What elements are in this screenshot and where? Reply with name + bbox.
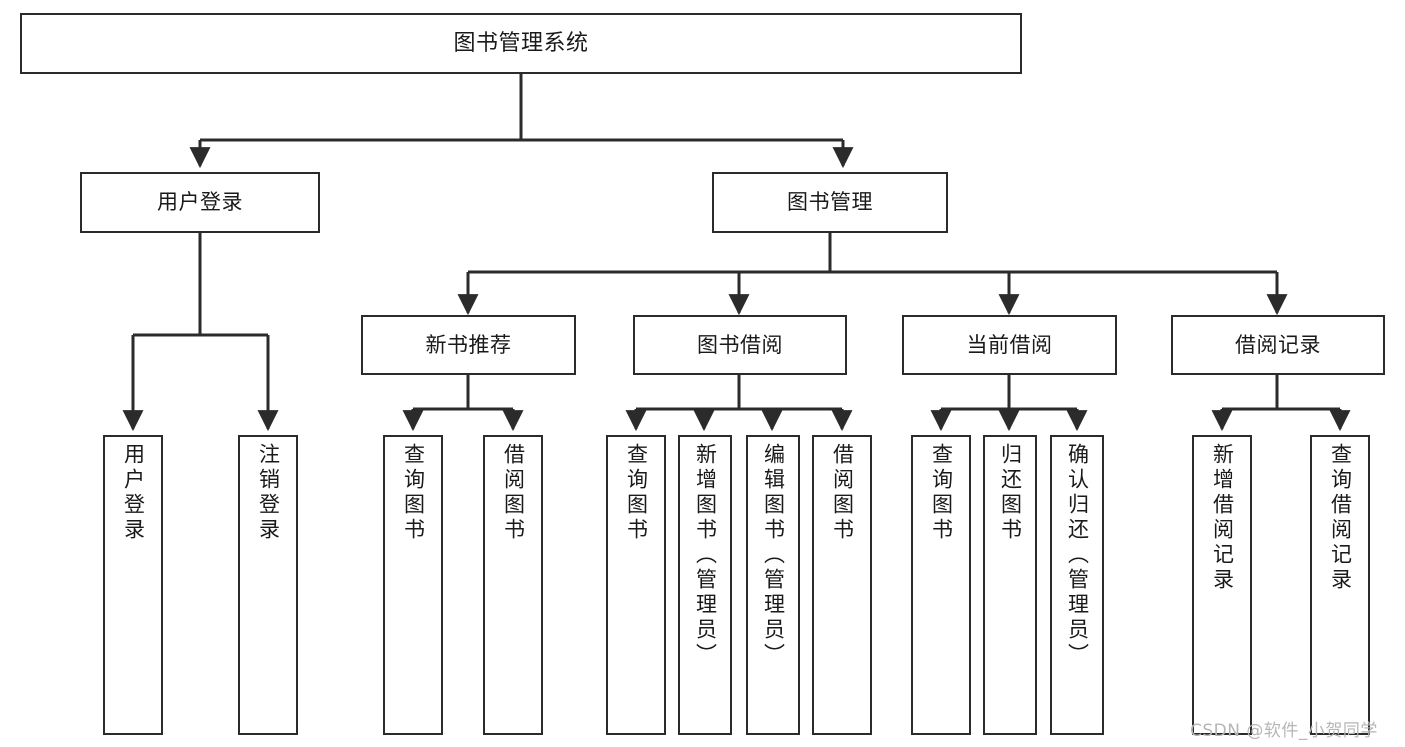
node-book-manage[interactable]: 图书管理	[712, 172, 948, 233]
leaf-edit-book[interactable]: 编辑图书（管理员）	[746, 435, 800, 735]
leaf-label: 借阅图书	[830, 443, 855, 543]
node-current-borrow[interactable]: 当前借阅	[902, 315, 1117, 375]
leaf-label: 查询借阅记录	[1328, 443, 1353, 593]
leaf-borrow-book-recommend[interactable]: 借阅图书	[483, 435, 543, 735]
node-user-login[interactable]: 用户登录	[80, 172, 320, 233]
leaf-query-book-borrow[interactable]: 查询图书	[606, 435, 666, 735]
leaf-add-book[interactable]: 新增图书（管理员）	[678, 435, 732, 735]
leaf-user-logout[interactable]: 注销登录	[238, 435, 298, 735]
leaf-label: 新增借阅记录	[1210, 443, 1235, 593]
leaf-label: 新增图书（管理员）	[693, 443, 718, 668]
leaf-label: 确认归还（管理员）	[1065, 443, 1090, 668]
leaf-label: 查询图书	[401, 443, 426, 543]
leaf-label: 归还图书	[998, 443, 1023, 543]
leaf-label: 注销登录	[256, 443, 281, 543]
leaf-label: 查询图书	[929, 443, 954, 543]
leaf-query-book-current[interactable]: 查询图书	[911, 435, 971, 735]
leaf-label: 查询图书	[624, 443, 649, 543]
leaf-add-borrow-record[interactable]: 新增借阅记录	[1192, 435, 1252, 735]
leaf-return-book[interactable]: 归还图书	[983, 435, 1037, 735]
leaf-query-book-recommend[interactable]: 查询图书	[383, 435, 443, 735]
node-root-system[interactable]: 图书管理系统	[20, 13, 1022, 74]
leaf-user-login[interactable]: 用户登录	[103, 435, 163, 735]
leaf-label: 编辑图书（管理员）	[761, 443, 786, 668]
leaf-borrow-book[interactable]: 借阅图书	[812, 435, 872, 735]
leaf-label: 用户登录	[121, 443, 146, 543]
leaf-label: 借阅图书	[501, 443, 526, 543]
node-new-book-recommend[interactable]: 新书推荐	[361, 315, 576, 375]
leaf-query-borrow-record[interactable]: 查询借阅记录	[1310, 435, 1370, 735]
node-book-borrow[interactable]: 图书借阅	[633, 315, 847, 375]
leaf-confirm-return[interactable]: 确认归还（管理员）	[1050, 435, 1104, 735]
node-borrow-record[interactable]: 借阅记录	[1171, 315, 1385, 375]
